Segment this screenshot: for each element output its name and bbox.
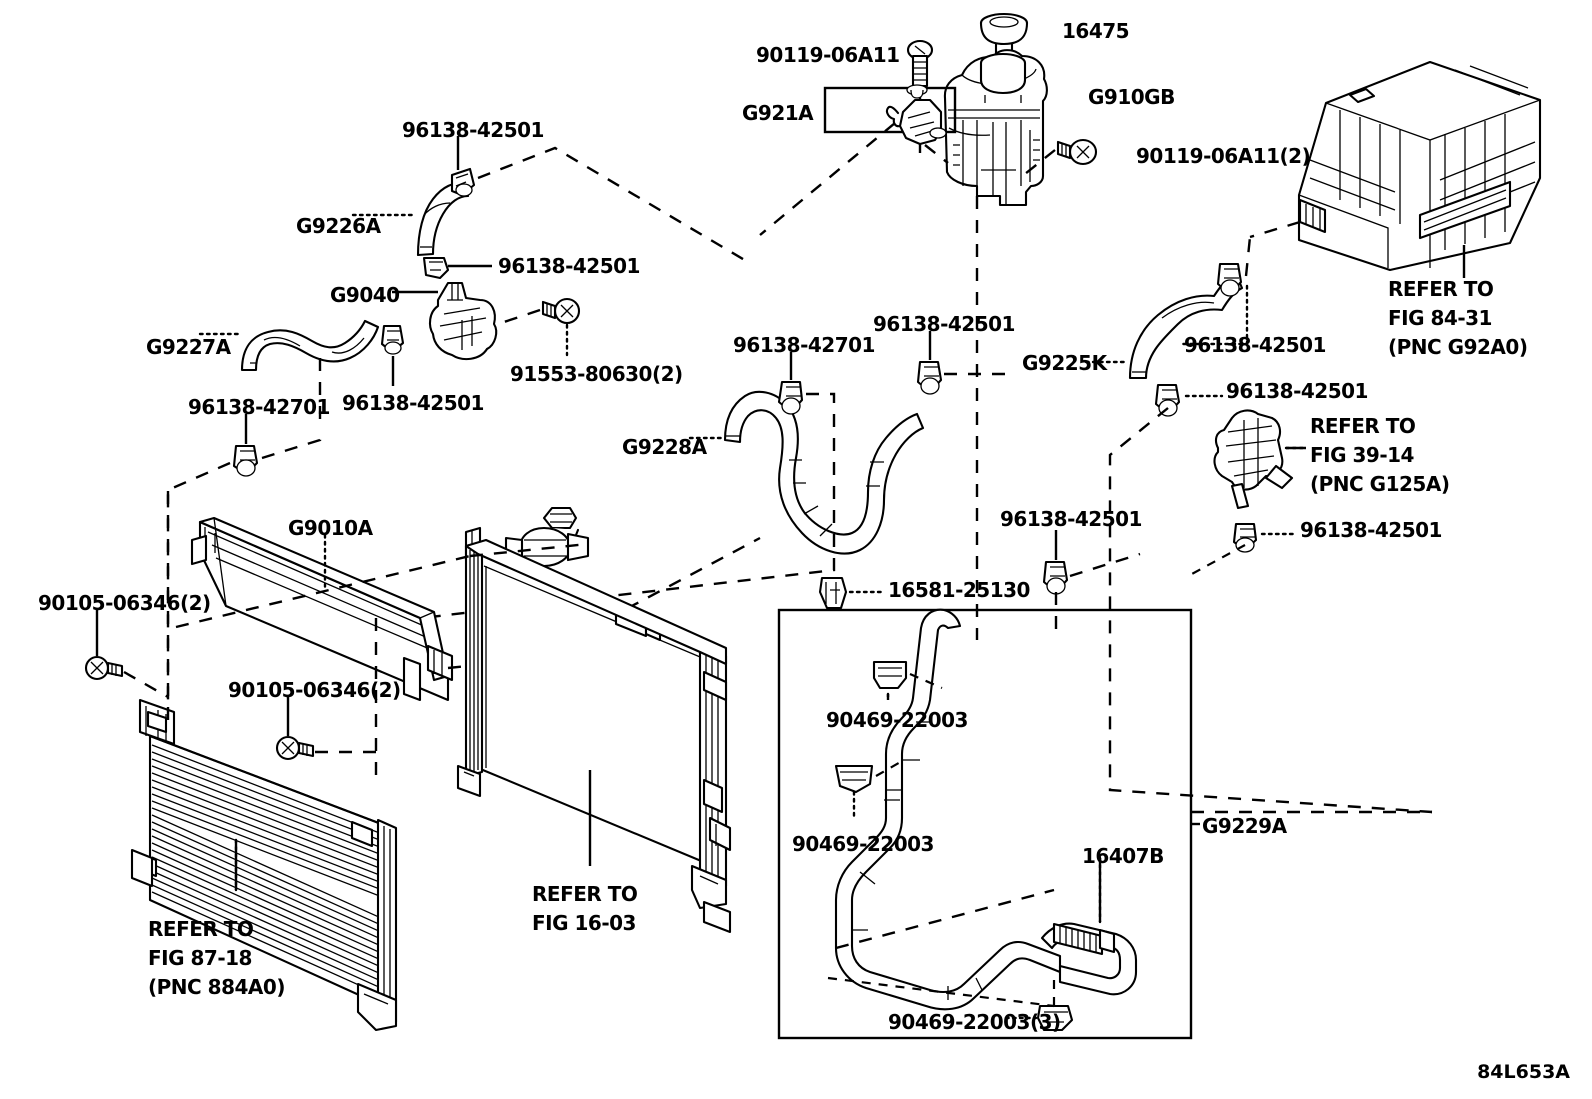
G9229A-subassembly-box [777,608,1432,1040]
callout-c08: 96138-42501 [498,254,640,278]
bolt-90105-lower-art [275,696,376,761]
callout-c17: 96138-42501 [1184,333,1326,357]
water-hose-G9228A-art [429,331,1010,619]
callout-c31: 16407B [1082,844,1164,868]
callout-c13: 96138-42701 [188,395,330,419]
callout-c02: 16475 [1062,19,1130,43]
callout-c16: G9225K [1022,351,1107,375]
callout-c25: 16581-25130 [888,578,1030,602]
valve-G125A-art [1108,407,1433,814]
electric-water-pump-art [392,281,581,361]
callout-c10: G9227A [146,335,231,359]
callout-c18: G9228A [622,435,707,459]
callout-c14: 96138-42701 [733,333,875,357]
figure-code: 84L653A [1477,1061,1570,1083]
ac-condenser-art [130,698,398,1032]
callout-c11: 91553-80630(2) [510,362,683,386]
callout-c19: 96138-42501 [1226,379,1368,403]
bolt-90105-upper-art [84,608,169,699]
callout-c21: REFER TO FIG 39-14 (PNC G125A) [1310,414,1450,496]
inverter-unit-art [1249,60,1542,278]
hose-clip-96138-42501-mid-art [1042,530,1141,640]
callout-c05: 90119-06A11(2) [1136,144,1311,168]
callout-c09: G9040 [330,283,400,307]
callout-c23: 96138-42501 [1000,507,1142,531]
callout-c24: G9010A [288,516,373,540]
callout-c30: G9229A [1202,814,1287,838]
callout-c28: 90469-22003 [826,708,968,732]
water-hose-G9226A-art [351,136,749,264]
callout-c03: G921A [742,101,814,125]
bolt-90119-right-art [1019,138,1098,179]
callout-c34: 90469-22003(3) [888,1010,1061,1034]
callout-c32: REFER TO FIG 16-03 [532,882,638,935]
coolant-reservoir-tank-art [943,12,1048,207]
reservoir-cap-art [979,12,1029,58]
callout-c27: 90105-06346(2) [228,678,401,702]
main-radiator-art [175,506,732,934]
callout-c29: 90469-22003 [792,832,934,856]
callout-c07: G9226A [296,214,381,238]
callout-c26: 90105-06346(2) [38,591,211,615]
callout-c06: 96138-42501 [402,118,544,142]
callout-c12: 96138-42501 [342,391,484,415]
callout-c15: 96138-42501 [873,312,1015,336]
callout-c01: 90119-06A11 [756,43,900,67]
callout-c22: 96138-42501 [1300,518,1442,542]
callout-c20: REFER TO FIG 84-31 (PNC G92A0) [1388,277,1528,359]
reservoir-bracket-art [759,84,957,236]
callout-c33: REFER TO FIG 87-18 (PNC 884A0) [148,917,285,999]
callout-c04: G910GB [1088,85,1175,109]
inverter-radiator-G9010A-art [190,516,761,780]
hose-clip-96138-42501-b-art [422,256,492,280]
